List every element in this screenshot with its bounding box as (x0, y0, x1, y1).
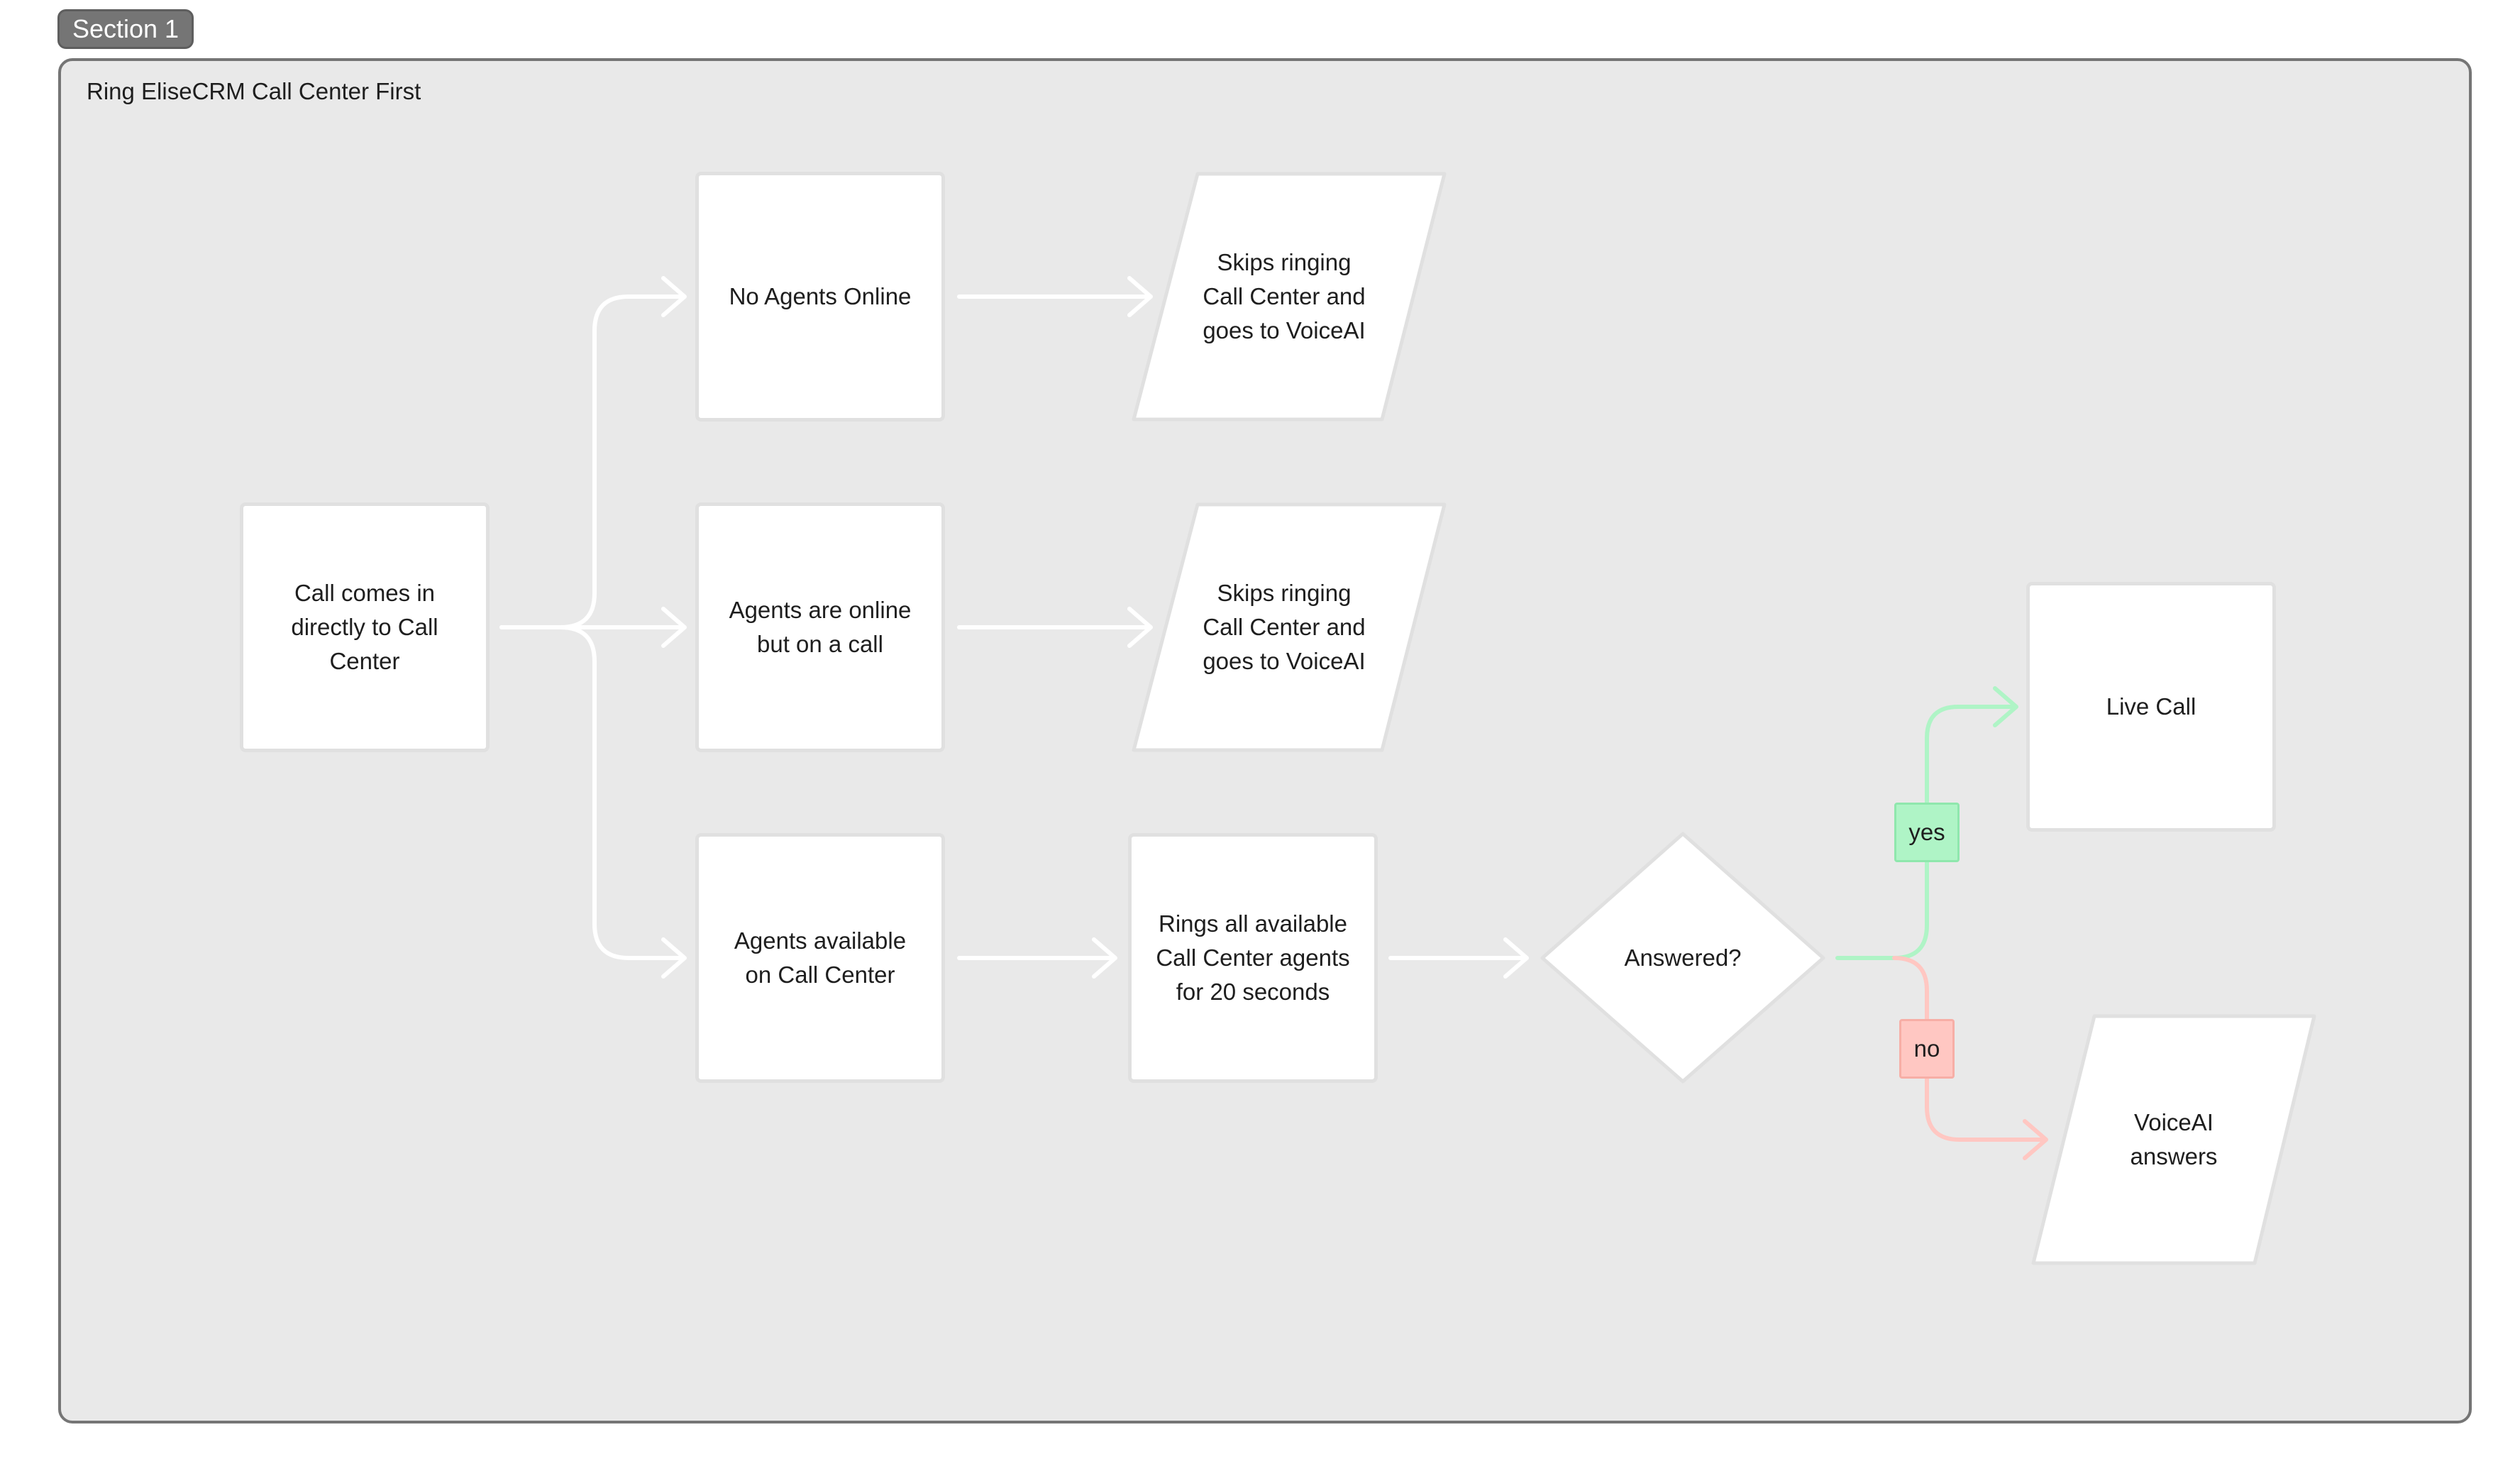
connector-yes (1835, 705, 2017, 960)
voiceai-answers-node[interactable]: VoiceAI answers (2067, 1104, 2280, 1175)
agents-available-label: Agents available on Call Center (734, 927, 907, 988)
skip-ringing-label-1: Skips ringing Call Center and goes to Vo… (1203, 249, 1366, 343)
agents-busy-label: Agents are online but on a call (729, 597, 912, 657)
agents-busy-node[interactable]: Agents are online but on a call (695, 502, 945, 752)
no-tag: no (1899, 1019, 1955, 1079)
section-title: Ring EliseCRM Call Center First (87, 78, 421, 104)
connector-no (1892, 956, 2047, 1142)
skip-ringing-node-1[interactable]: Skips ringing Call Center and goes to Vo… (1178, 226, 1391, 368)
skip-ringing-shape-2 (1132, 502, 1447, 752)
answered-decision-node[interactable]: Answered? (1576, 922, 1789, 993)
arrowhead-answered (1503, 937, 1529, 979)
arrowhead-no-agents (661, 276, 687, 317)
arrowhead-voiceai (2023, 1119, 2048, 1160)
rings-agents-label: Rings all available Call Center agents f… (1156, 910, 1350, 1005)
skip-ringing-shape-1 (1132, 172, 1447, 422)
arrowhead-skip-2 (1127, 607, 1153, 648)
skip-ringing-node-2[interactable]: Skips ringing Call Center and goes to Vo… (1178, 556, 1391, 698)
answered-label: Answered? (1624, 944, 1742, 971)
live-call-label: Live Call (2106, 693, 2196, 720)
no-agents-label: No Agents Online (729, 283, 912, 309)
voiceai-answers-shape (2031, 1014, 2316, 1265)
connector-start-to-agents-available (558, 625, 685, 960)
live-call-node[interactable]: Live Call (2026, 582, 2276, 832)
start-node[interactable]: Call comes in directly to Call Center (240, 502, 490, 752)
section-badge[interactable]: Section 1 (57, 9, 194, 49)
agents-available-node[interactable]: Agents available on Call Center (695, 833, 945, 1083)
skip-ringing-label-2: Skips ringing Call Center and goes to Vo… (1203, 580, 1366, 674)
rings-agents-node[interactable]: Rings all available Call Center agents f… (1128, 833, 1378, 1083)
connector-start-to-no-agents (499, 294, 685, 629)
yes-tag: yes (1894, 803, 1960, 862)
voiceai-answers-label: VoiceAI answers (2130, 1109, 2218, 1169)
arrowhead-rings (1092, 937, 1117, 979)
start-node-label: Call comes in directly to Call Center (291, 580, 438, 674)
arrowhead-skip-1 (1127, 276, 1153, 317)
arrowhead-agents-available (661, 937, 687, 979)
arrowhead-agents-busy (661, 607, 687, 648)
answered-diamond-shape (1540, 832, 1825, 1084)
no-agents-node[interactable]: No Agents Online (695, 172, 945, 422)
arrowhead-live-call (1993, 686, 2018, 727)
